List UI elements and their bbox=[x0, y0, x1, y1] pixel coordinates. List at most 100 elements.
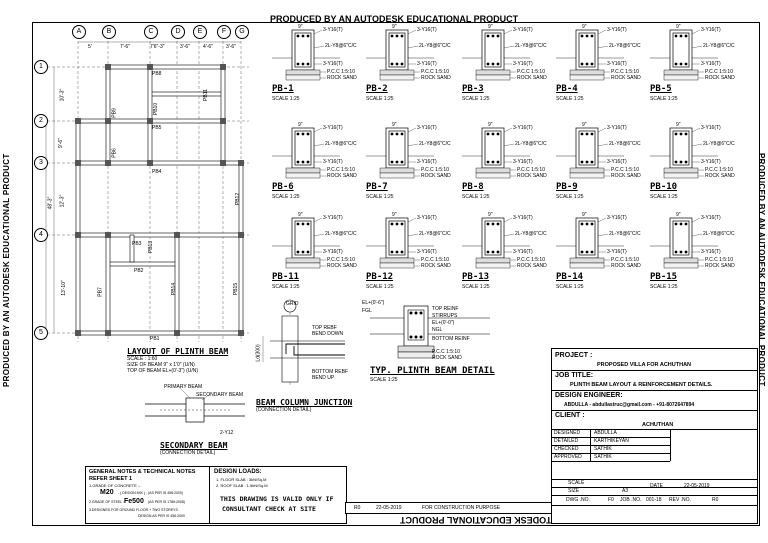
section-scale: SCALE 1:25 bbox=[462, 194, 490, 200]
section-title: PB-5 bbox=[650, 84, 672, 94]
typ-el-top: EL+(0'-6") bbox=[362, 300, 385, 306]
typ-scale: SCALE 1:25 bbox=[370, 377, 398, 383]
plan-scale: SCALE : 1:60 bbox=[127, 356, 158, 362]
section-label-stirrup: 2L-Y8@6"C/C bbox=[703, 231, 735, 237]
dim-left: 9'-6" bbox=[57, 138, 64, 148]
grid-bubble-a: A bbox=[72, 25, 86, 39]
date-label: DATE bbox=[650, 483, 663, 489]
rev-label: REV .NO. bbox=[669, 497, 691, 503]
grid-bubble-d: D bbox=[171, 25, 185, 39]
typical-detail-drawing bbox=[370, 305, 490, 359]
section-label-top-bar: 3-Y16(T) bbox=[323, 125, 343, 131]
section-title: PB-4 bbox=[556, 84, 578, 94]
revision-rev: R0 bbox=[354, 505, 361, 511]
section-label-width: 9" bbox=[298, 212, 303, 218]
junction-label: BEND DOWN bbox=[312, 331, 344, 337]
checked-label: CHECKED bbox=[554, 446, 579, 452]
notes-grade: M20 bbox=[100, 489, 114, 496]
section-label-rock: ROCK SAND bbox=[611, 263, 641, 269]
section-label-bot-bar: 3-Y16(T) bbox=[607, 61, 627, 67]
section-label-pcc: P.C.C 1:5:10 bbox=[705, 257, 733, 263]
dim-left: 10'-3" bbox=[59, 88, 66, 102]
detailed-label: DETAILED bbox=[554, 438, 579, 444]
section-label-top-bar: 3-Y16(T) bbox=[417, 215, 437, 221]
notes-title: GENERAL NOTES & TECHNICAL NOTES bbox=[89, 469, 196, 475]
section-scale: SCALE 1:25 bbox=[366, 96, 394, 102]
section-scale: SCALE 1:25 bbox=[650, 96, 678, 102]
section-label-rock: ROCK SAND bbox=[705, 173, 735, 179]
section-label-pcc: P.C.C 1:5:10 bbox=[327, 167, 355, 173]
rev-number: R0 bbox=[712, 497, 719, 503]
section-label-stirrup: 2L-Y8@6"C/C bbox=[609, 43, 641, 49]
beam-label: PB2 bbox=[134, 268, 144, 274]
client-label: CLIENT : bbox=[555, 412, 585, 419]
revision-purpose: FOR CONSTRUCTION PURPOSE bbox=[422, 505, 501, 511]
section-label-pcc: P.C.C 1:5:10 bbox=[421, 167, 449, 173]
section-scale: SCALE 1:25 bbox=[556, 284, 584, 290]
grid-bubble-c: C bbox=[144, 25, 158, 39]
typ-label: BOTTOM REINF bbox=[432, 336, 470, 342]
beam-label: PB11 bbox=[202, 89, 209, 101]
dim-top: 4'-6" bbox=[203, 44, 213, 50]
section-label-bot-bar: 3-Y16(T) bbox=[513, 61, 533, 67]
dim-top: 7'6"-3" bbox=[150, 44, 165, 50]
approved-label: APPROVED bbox=[554, 454, 582, 460]
section-scale: SCALE 1:25 bbox=[650, 284, 678, 290]
section-label-width: 9" bbox=[582, 24, 587, 30]
section-label-width: 9" bbox=[488, 24, 493, 30]
secondary-title: SECONDARY BEAM bbox=[160, 441, 228, 450]
section-label-stirrup: 2L-Y8@6"C/C bbox=[703, 43, 735, 49]
typ-label: NGL bbox=[432, 327, 443, 333]
plan-note: SIZE OF BEAM 9" x 1'0" (U/N) bbox=[127, 362, 195, 368]
typ-fgl: FGL bbox=[362, 308, 372, 314]
section-scale: SCALE 1:25 bbox=[366, 284, 394, 290]
section-label-pcc: P.C.C 1:5:10 bbox=[421, 257, 449, 263]
section-title: PB-2 bbox=[366, 84, 388, 94]
watermark-top: PRODUCED BY AN AUTODESK EDUCATIONAL PROD… bbox=[270, 14, 519, 24]
section-label-width: 9" bbox=[488, 212, 493, 218]
revision-row: R0 22-05-2019 FOR CONSTRUCTION PURPOSE bbox=[345, 502, 553, 514]
dwg-label: DWG .NO. bbox=[566, 497, 590, 503]
job-label: JOB .NO. bbox=[620, 497, 642, 503]
beam-label: PB8 bbox=[152, 71, 162, 77]
notes-line: 3.DESIGNED FOR GROUND FLOOR + TWO STOREY… bbox=[89, 508, 178, 512]
notes-line: (AS PER IS 1786:2008) bbox=[148, 500, 185, 504]
junction-title: BEAM COLUMN JUNCTION bbox=[256, 398, 353, 407]
section-title: PB-11 bbox=[272, 272, 300, 282]
section-scale: SCALE 1:25 bbox=[556, 96, 584, 102]
secondary-subtitle: (CONNECTION DETAIL) bbox=[160, 450, 216, 456]
section-label-stirrup: 2L-Y8@6"C/C bbox=[419, 141, 451, 147]
section-label-stirrup: 2L-Y8@6"C/C bbox=[325, 231, 357, 237]
title-block: PROJECT : PROPOSED VILLA FOR ACHUTHAN JO… bbox=[551, 348, 758, 524]
loads-line: 1. FLOOR SLAB : 3kN/Sq.M bbox=[216, 477, 267, 482]
section-label-bot-bar: 3-Y16(T) bbox=[701, 249, 721, 255]
section-label-rock: ROCK SAND bbox=[421, 263, 451, 269]
section-label-width: 9" bbox=[392, 122, 397, 128]
section-label-bot-bar: 3-Y16(T) bbox=[323, 61, 343, 67]
section-label-width: 9" bbox=[676, 122, 681, 128]
junction-grid: GRID bbox=[286, 301, 299, 307]
beam-label: PB14 bbox=[171, 282, 178, 296]
section-label-stirrup: 2L-Y8@6"C/C bbox=[325, 141, 357, 147]
section-label-stirrup: 2L-Y8@6"C/C bbox=[419, 43, 451, 49]
typ-title: TYP. PLINTH BEAM DETAIL bbox=[370, 366, 495, 376]
section-label-width: 9" bbox=[298, 24, 303, 30]
section-scale: SCALE 1:25 bbox=[462, 96, 490, 102]
plan-note: TOP OF BEAM EL+(0'-3") (U/N) bbox=[127, 368, 199, 374]
dim-top: 5' bbox=[88, 44, 92, 50]
section-label-top-bar: 3-Y16(T) bbox=[323, 215, 343, 221]
grid-bubble-5: 5 bbox=[34, 326, 48, 340]
watermark-left: PRODUCED BY AN AUTODESK EDUCATIONAL PROD… bbox=[2, 153, 11, 387]
validity-note: THIS DRAWING IS VALID ONLY IF bbox=[220, 495, 334, 503]
scale-label: SCALE bbox=[568, 480, 585, 486]
section-label-width: 9" bbox=[582, 212, 587, 218]
section-label-pcc: P.C.C 1:5:10 bbox=[611, 69, 639, 75]
section-label-width: 9" bbox=[392, 212, 397, 218]
beam-label: PB9 bbox=[111, 108, 118, 118]
